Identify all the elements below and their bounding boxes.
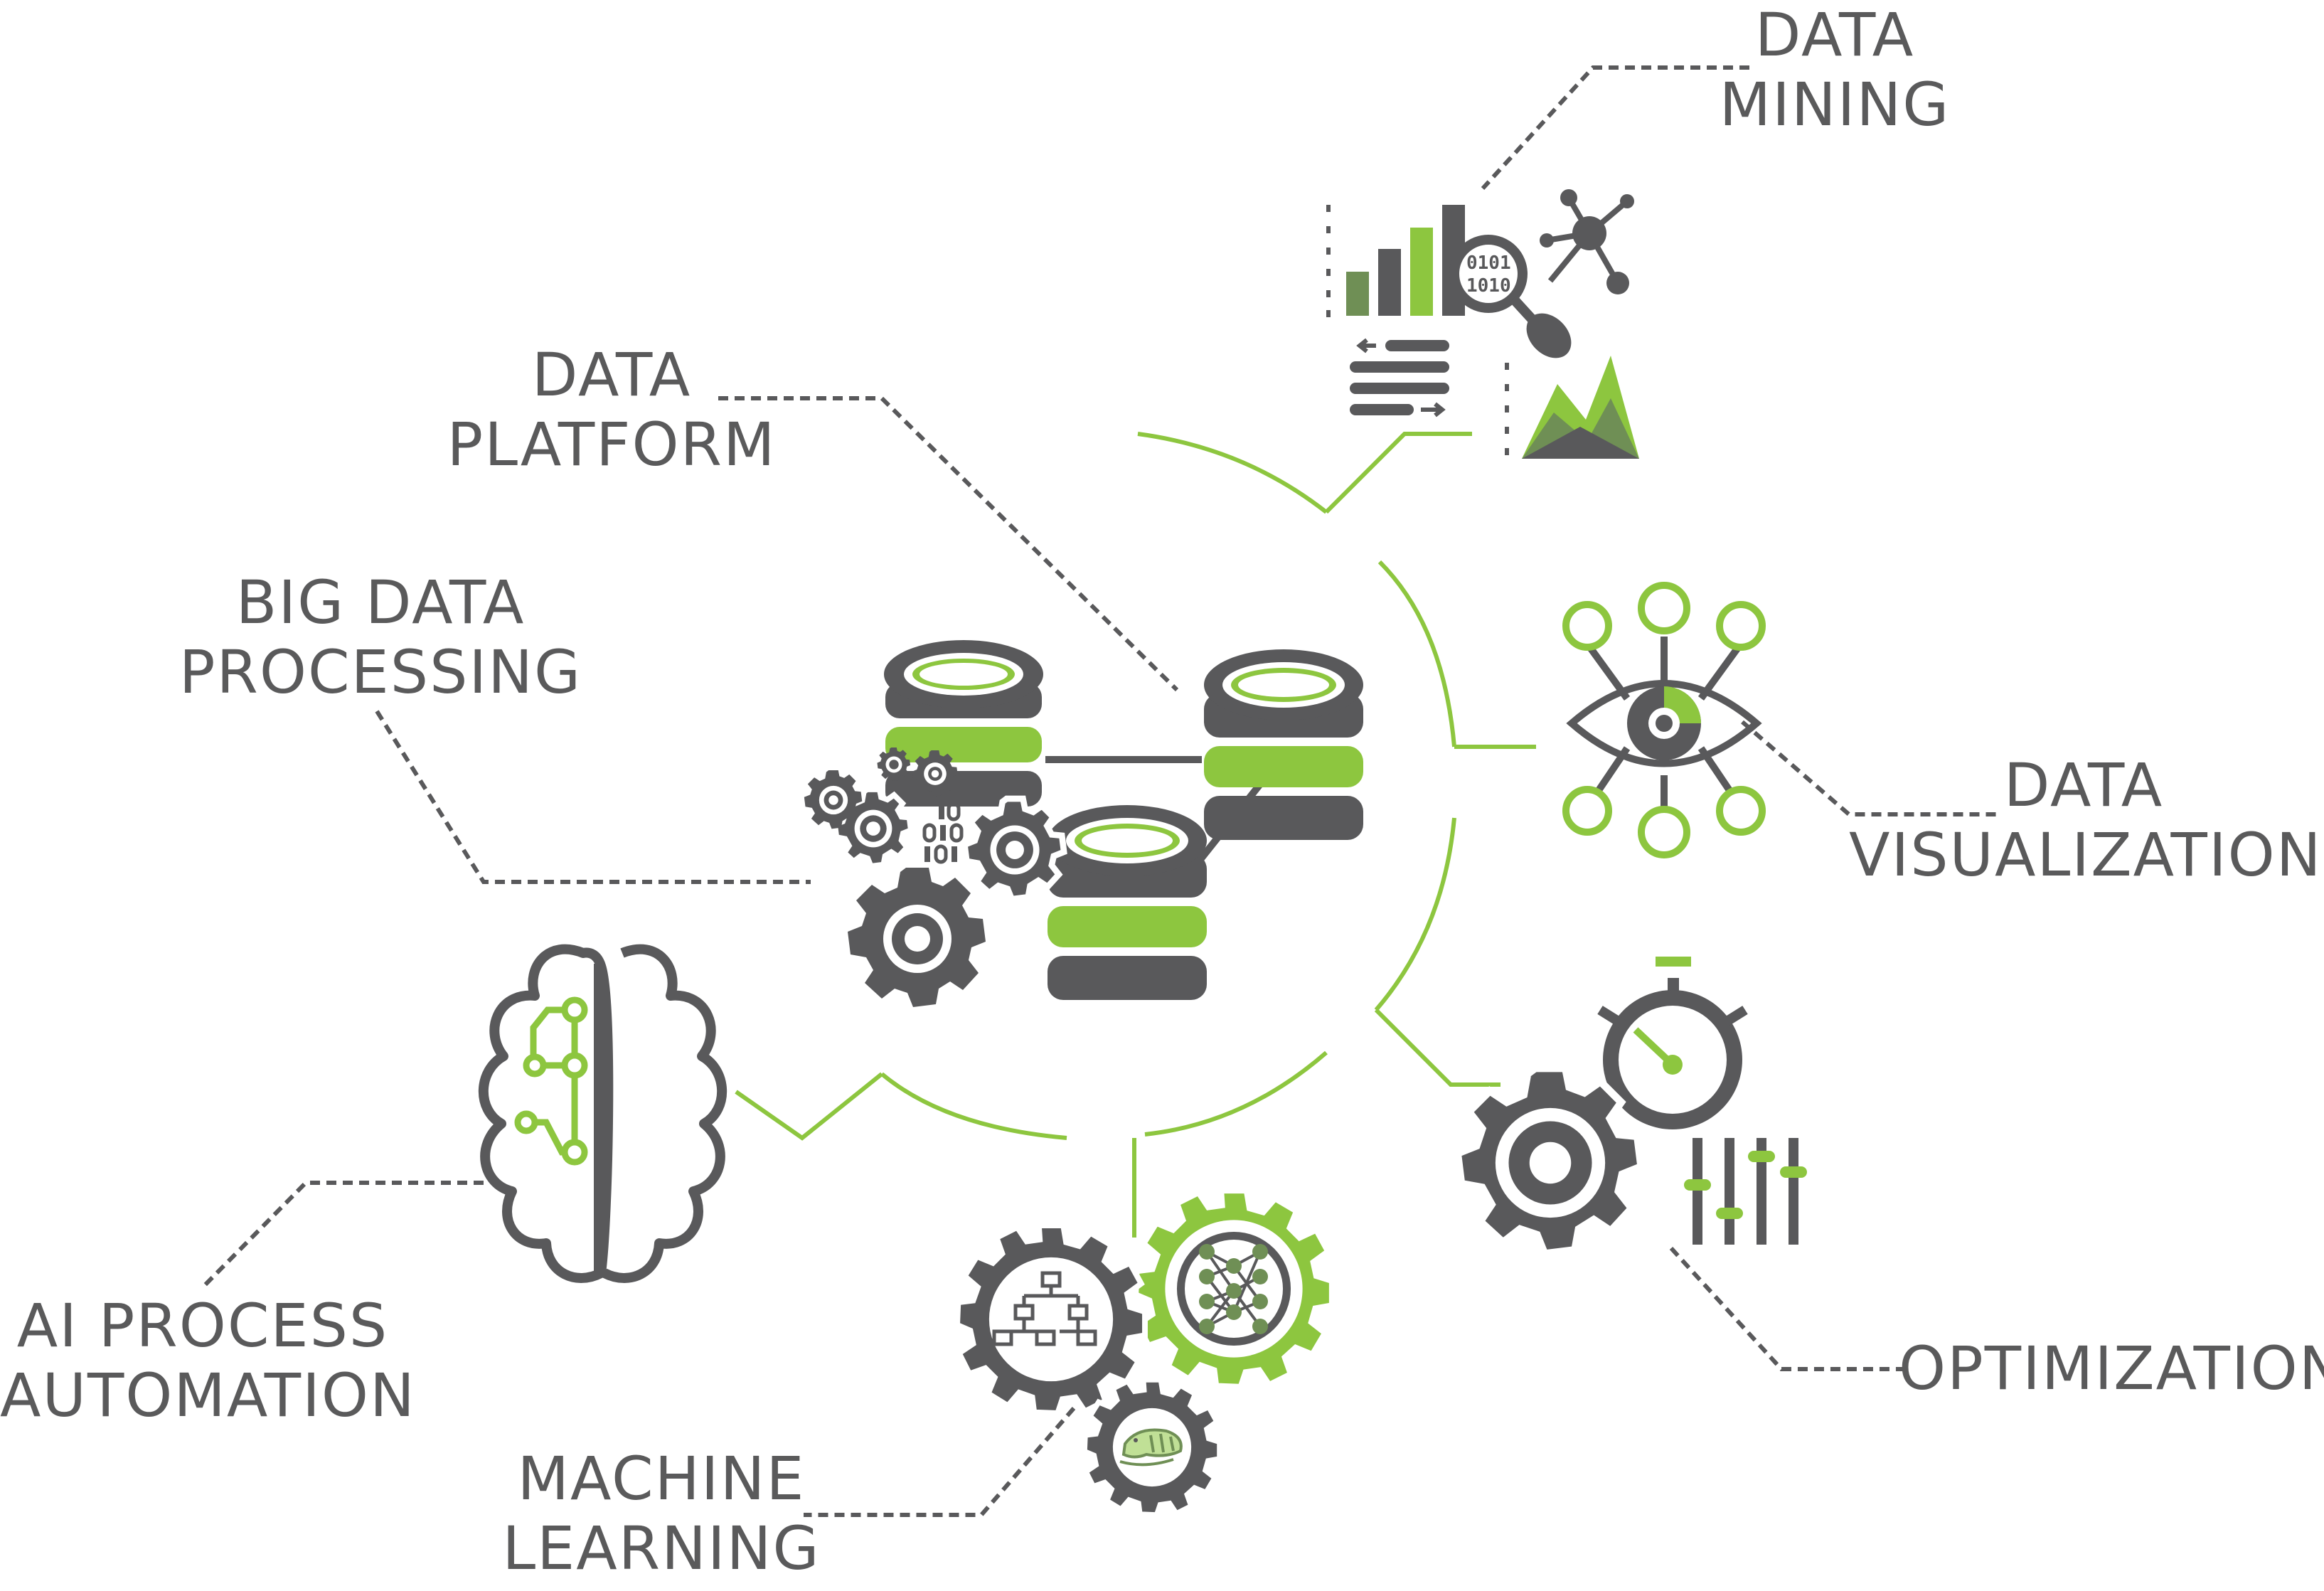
label-data-platform: DATA PLATFORM: [427, 340, 796, 479]
arc-right-upper: [1377, 560, 1456, 747]
bar-chart-magnifier-icon: 0101 1010: [1326, 189, 1639, 459]
label-data-platform-line1: DATA: [531, 340, 692, 410]
label-big-data-processing-line2: PROCESSING: [178, 637, 582, 707]
arc-bottom-left: [880, 1072, 1067, 1140]
binary-digits-icon: [922, 802, 964, 864]
label-data-platform-line2: PLATFORM: [447, 410, 777, 479]
sorting-list-icon: [1350, 338, 1449, 417]
label-machine-learning-line2: LEARNING: [502, 1513, 821, 1583]
label-machine-learning-line1: MACHINE: [517, 1444, 806, 1513]
leader-optimization: [1669, 1246, 1906, 1371]
label-optimization-line1: OPTIMIZATION: [1899, 1334, 2324, 1403]
connector-lines: [201, 65, 1998, 1517]
arc-bottom-left-zigzag: [735, 1072, 883, 1141]
processing-gears-icon: [804, 747, 1064, 1007]
database-left-icon: [884, 640, 1043, 807]
leader-ai-automation: [201, 1181, 484, 1289]
label-data-visualization-line1: DATA: [2003, 750, 2164, 820]
arc-bottom-right: [1144, 1050, 1328, 1137]
mountain-chart-icon: [1522, 356, 1639, 459]
arc-top: [1137, 432, 1328, 514]
database-cluster-icon: [804, 640, 1363, 1007]
leader-machine-learning: [804, 1407, 1076, 1517]
leader-big-data: [375, 710, 811, 884]
label-ai-process-automation: AI PROCESS AUTOMATION: [0, 1291, 416, 1430]
python-logo-icon: [1119, 1428, 1183, 1467]
label-ai-process-automation-line2: AUTOMATION: [0, 1361, 416, 1430]
label-machine-learning: MACHINE LEARNING: [498, 1444, 825, 1583]
flowchart-icon: [992, 1271, 1097, 1346]
equalizer-sliders-icon: [1684, 1138, 1807, 1245]
arc-right-lower-zigzag: [1374, 1008, 1501, 1087]
label-data-mining-line1: DATA: [1754, 0, 1915, 70]
gear-trio-icon: [957, 1191, 1332, 1515]
stopwatch-gear-sliders-icon: [1458, 957, 1807, 1254]
label-data-mining: DATA MINING: [1700, 0, 1970, 139]
svg-text:1010: 1010: [1466, 275, 1511, 297]
label-optimization: OPTIMIZATION: [1899, 1334, 2324, 1403]
label-data-mining-line2: MINING: [1719, 70, 1951, 139]
label-big-data-processing-line1: BIG DATA: [235, 568, 526, 637]
brain-circuit-traces-icon: [514, 996, 588, 1166]
svg-text:0101: 0101: [1466, 252, 1511, 274]
label-data-visualization: DATA VISUALIZATION: [1849, 750, 2323, 890]
database-right-icon: [1204, 649, 1363, 840]
leader-data-platform: [718, 396, 1179, 692]
network-molecule-icon: [1540, 189, 1634, 294]
eye-network-icon: [1562, 582, 1766, 858]
label-big-data-processing: BIG DATA PROCESSING: [171, 568, 590, 707]
circuit-brain-icon: [478, 944, 727, 1283]
label-ai-process-automation-line1: AI PROCESS: [16, 1291, 389, 1361]
leader-data-mining: [1481, 65, 1749, 191]
arc-right-lower: [1374, 817, 1456, 1011]
arc-top-zigzag: [1324, 432, 1472, 514]
label-data-visualization-line2: VISUALIZATION: [1849, 820, 2323, 890]
database-bottom-icon: [1048, 805, 1207, 1000]
